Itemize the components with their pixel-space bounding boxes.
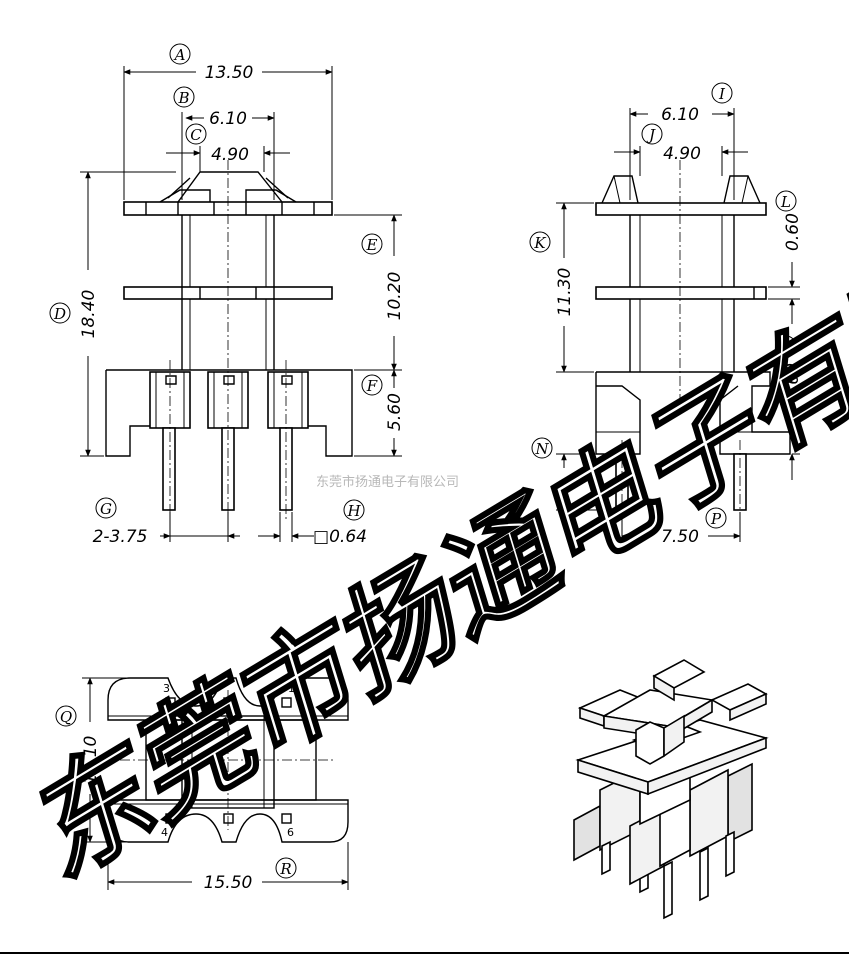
side-base — [595, 371, 791, 455]
front-pin-1 — [162, 427, 176, 511]
side-view: 6.10 I 4.90 J 11.30 K 0.60 L 1.60 M — [529, 82, 803, 547]
dim-m-value: 1.60 — [783, 363, 803, 401]
front-terminal-right — [267, 371, 309, 429]
pin-1-label: 1 — [288, 682, 295, 695]
dim-b-value: 6.10 — [209, 109, 247, 129]
label-e: E — [366, 236, 378, 254]
dim-r-value: 15.50 — [204, 873, 253, 893]
label-p: P — [710, 510, 722, 528]
pin-6-label: 6 — [287, 826, 294, 839]
label-g: G — [100, 500, 112, 518]
label-k: K — [533, 234, 546, 252]
dim-a-value: 13.50 — [205, 63, 254, 83]
label-i: I — [718, 85, 726, 103]
label-f: F — [366, 377, 378, 395]
dim-k-value: 11.30 — [555, 268, 575, 317]
bottom-view: 3 1 4 6 11.10 Q 15.50 R — [55, 677, 349, 893]
pin-3-label: 3 — [163, 682, 170, 695]
dim-j-value: 4.90 — [663, 144, 701, 164]
dim-q-value: 11.10 — [81, 736, 101, 785]
label-b: B — [177, 89, 189, 107]
label-l: L — [780, 193, 791, 211]
dim-e-value: 10.20 — [385, 272, 405, 321]
label-a: A — [173, 46, 186, 64]
dim-p-value: 7.50 — [661, 527, 699, 547]
label-r: R — [279, 860, 291, 878]
label-c: C — [190, 126, 202, 144]
isometric-view — [573, 659, 769, 920]
label-n: N — [534, 440, 549, 458]
pin-4-label: 4 — [161, 826, 168, 839]
dim-c-value: 4.90 — [211, 145, 249, 165]
front-top-boss — [177, 171, 283, 203]
watermark-small: 东莞市扬通电子有限公司 — [316, 474, 459, 490]
dim-f-value: 5.60 — [385, 393, 405, 431]
label-d: D — [53, 305, 66, 323]
front-view: 13.50 A 6.10 B 4.90 C 18.40 D 10.20 — [49, 43, 405, 547]
label-q: Q — [60, 708, 72, 726]
dim-d-value: 18.40 — [79, 290, 99, 339]
dim-h-value: □0.64 — [313, 527, 367, 547]
side-mid-flange — [595, 286, 767, 300]
dim-l-side: L — [555, 477, 575, 486]
side-top-bosses — [601, 175, 761, 204]
label-j: J — [646, 126, 656, 144]
dim-i-value: 6.10 — [661, 105, 699, 125]
dim-g-value: 2-3.75 — [93, 527, 148, 547]
side-top-flange — [595, 202, 767, 216]
label-m: M — [777, 338, 794, 356]
label-h: H — [346, 502, 361, 520]
dim-l-value: 0.60 — [783, 213, 803, 251]
